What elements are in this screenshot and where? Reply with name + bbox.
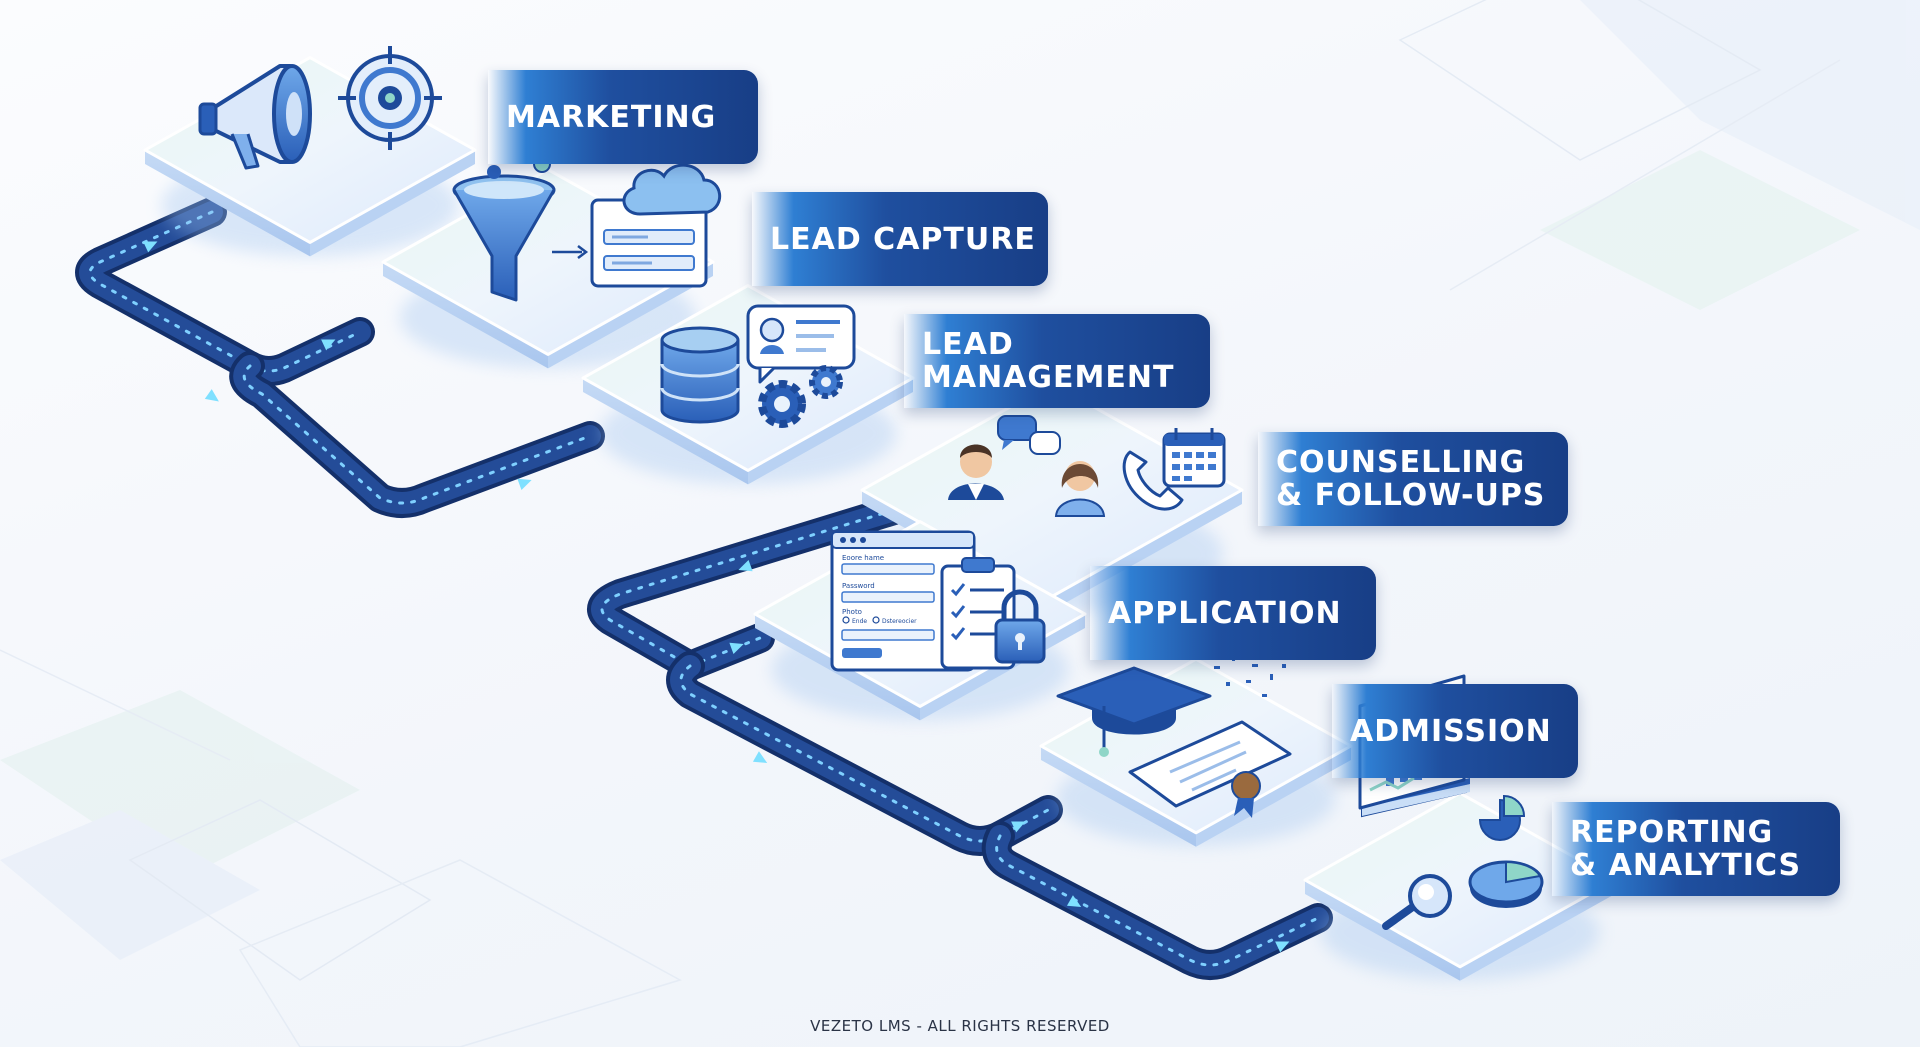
- chat-bubbles-icon: [997, 415, 1061, 455]
- stage-label-reporting-text: REPORTING & ANALYTICS: [1570, 815, 1802, 883]
- diploma-icon: [1128, 720, 1292, 818]
- flow-arrow-icon: [321, 339, 336, 351]
- path-dots: [995, 834, 1320, 967]
- stage-platform: [1303, 791, 1617, 981]
- footer-copyright: VEZETO LMS - ALL RIGHTS RESERVED: [810, 1017, 1110, 1035]
- flow-arrow-icon: [204, 389, 219, 402]
- target-icon: [338, 46, 442, 150]
- flow-arrow-icon: [752, 751, 768, 763]
- path-dots: [88, 210, 252, 368]
- form-field-label-3: Photo: [842, 608, 862, 616]
- stage-label-lead-capture: LEAD CAPTURE: [752, 192, 1048, 286]
- counsellor-avatar: [948, 444, 1004, 500]
- padlock-icon: [994, 589, 1046, 664]
- flow-arrow-icon: [143, 241, 158, 253]
- stage-label-lead-management: LEAD MANAGEMENT: [904, 314, 1210, 408]
- stage-label-marketing-text: MARKETING: [506, 99, 717, 135]
- profile-card-icon: [746, 304, 856, 384]
- flow-arrow-icon: [729, 642, 744, 655]
- gears-icon: [758, 365, 843, 428]
- flow-arrow-icon: [738, 559, 753, 572]
- graduation-cap-icon: [1056, 666, 1212, 757]
- stage-label-marketing: MARKETING: [488, 70, 758, 164]
- cloud-icon: [622, 163, 721, 216]
- flow-arrow-icon: [517, 478, 532, 491]
- stage-label-counselling-text: COUNSELLING & FOLLOW-UPS: [1276, 445, 1546, 513]
- phone-icon: [1122, 450, 1184, 511]
- stage-label-admission-text: ADMISSION: [1350, 713, 1552, 749]
- application-form-window: Eoore hame Password Photo Ende Dstereoci…: [830, 530, 976, 672]
- stage-label-reporting: REPORTING & ANALYTICS: [1552, 802, 1840, 896]
- path-segment-inner: [239, 321, 371, 382]
- stage-label-counselling: COUNSELLING & FOLLOW-UPS: [1258, 432, 1568, 526]
- stage-label-application-text: APPLICATION: [1108, 595, 1342, 631]
- student-avatar: [1054, 461, 1106, 517]
- flow-arrow-icon: [1066, 895, 1082, 907]
- form-option-2: Dstereocier: [882, 618, 917, 625]
- path-segment-inner: [233, 355, 601, 514]
- stage-label-admission: ADMISSION: [1332, 684, 1578, 778]
- form-icon: [590, 198, 708, 288]
- form-field-label-1: Eoore hame: [842, 554, 884, 562]
- path-dots: [600, 508, 896, 668]
- path-dots: [242, 364, 592, 505]
- stage-label-application: APPLICATION: [1090, 566, 1376, 660]
- arrow-right-icon: [552, 245, 589, 259]
- pie-chart-icon: [1468, 794, 1544, 908]
- workflow-path: [75, 197, 1333, 980]
- funnel-icon: [452, 155, 556, 302]
- flow-arrow-icon: [1275, 941, 1290, 953]
- calendar-icon: [1162, 428, 1226, 488]
- stage-label-lead-management-text: LEAD MANAGEMENT: [922, 327, 1175, 395]
- form-option-1: Ende: [852, 618, 867, 625]
- stage-label-lead-capture-text: LEAD CAPTURE: [770, 221, 1036, 257]
- megaphone-icon: [198, 64, 312, 170]
- magnifier-icon: [1382, 874, 1452, 930]
- flow-arrow-icon: [1011, 821, 1026, 833]
- form-field-label-2: Password: [842, 582, 875, 590]
- database-icon: [660, 326, 740, 424]
